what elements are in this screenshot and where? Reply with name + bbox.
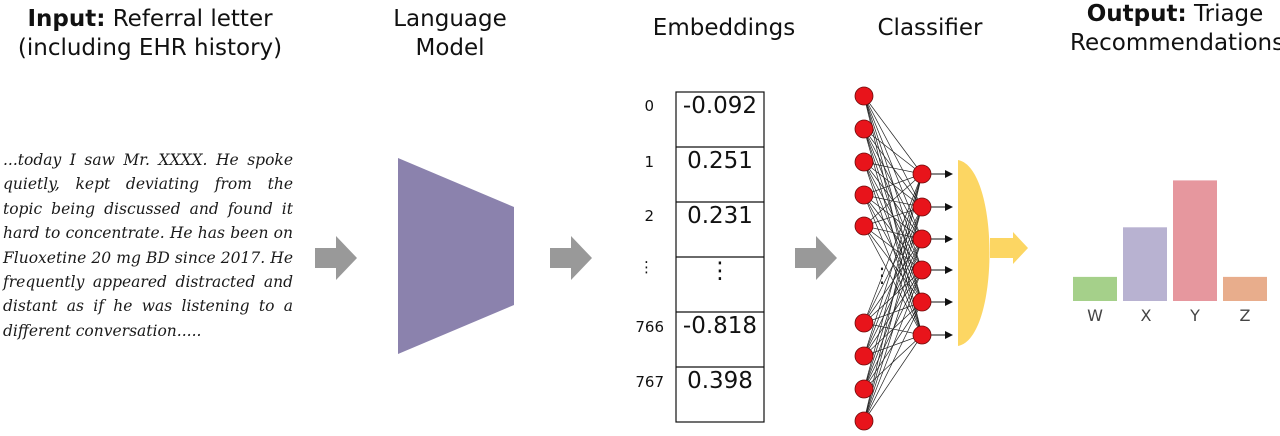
output-layer-shape — [958, 160, 990, 346]
hidden-neuron — [912, 164, 932, 184]
output-connection-arrowhead — [945, 170, 953, 178]
hidden-neuron — [912, 229, 932, 249]
classifier-title: Classifier — [877, 15, 983, 41]
language-model-title: Language Model — [362, 5, 538, 63]
network-connection — [863, 161, 923, 271]
embedding-index-767: 767 — [635, 373, 664, 391]
network-connection — [863, 95, 923, 175]
input-neuron — [854, 216, 874, 236]
embeddings-table-box — [675, 91, 765, 423]
output-connection-arrowhead — [945, 331, 953, 339]
output-layer-arrow — [990, 232, 1028, 264]
network-connection — [863, 206, 923, 422]
bar-w — [1073, 276, 1117, 301]
hidden-neuron — [912, 260, 932, 280]
output-connection-arrowhead — [945, 298, 953, 306]
embedding-index-2: 2 — [644, 207, 654, 225]
bar-x — [1123, 227, 1167, 301]
bar-y — [1173, 180, 1217, 301]
input-neuron — [854, 86, 874, 106]
network-connection — [863, 173, 923, 227]
input-neuron — [854, 119, 874, 139]
embedding-value-0: -0.092 — [682, 93, 758, 119]
bar-label-w: W — [1087, 306, 1103, 325]
input-title-line2: (including EHR history) — [17, 35, 283, 61]
hidden-layer-ellipsis: ⋮ — [872, 263, 892, 287]
embedding-value-2: 0.231 — [687, 203, 753, 229]
triage-bar-chart — [1073, 180, 1267, 301]
hidden-neuron — [912, 197, 932, 217]
input-title-bold: Input: — [27, 6, 106, 32]
output-title-line2: Recommendations — [1070, 30, 1280, 56]
input-neuron — [854, 346, 874, 366]
network-connection — [863, 128, 923, 240]
embeddings-title: Embeddings — [652, 15, 796, 41]
network-connection — [863, 128, 923, 175]
classifier-neurons — [854, 86, 932, 431]
bar-label-x: X — [1140, 306, 1152, 325]
network-connection — [863, 269, 923, 422]
output-title-bold: Output: — [1086, 1, 1187, 27]
input-neuron — [854, 313, 874, 333]
network-connection — [863, 161, 923, 175]
embedding-index-1: 1 — [644, 153, 654, 171]
embedding-value-1: 0.251 — [687, 148, 753, 174]
network-connection — [863, 95, 923, 271]
language-model-title-line1: Language — [393, 6, 507, 32]
flow-arrow-3 — [795, 236, 837, 280]
network-connection — [863, 128, 923, 271]
network-connection — [863, 238, 923, 422]
embedding-value-767: 0.398 — [687, 368, 753, 394]
input-title: Input: Referral letter (including EHR hi… — [0, 5, 300, 63]
network-connection — [863, 334, 923, 422]
bar-label-y: Y — [1190, 306, 1200, 325]
network-connection — [863, 301, 923, 422]
classifier-connections — [863, 95, 923, 422]
input-neuron — [854, 411, 874, 431]
language-model-shape — [398, 158, 514, 354]
hidden-neuron — [912, 325, 932, 345]
language-model-title-line2: Model — [415, 35, 485, 61]
network-connection — [863, 173, 923, 324]
referral-letter-text: ...today I saw Mr. XXXX. He spoke quietl… — [3, 151, 293, 340]
input-neuron — [854, 152, 874, 172]
output-connection-arrowhead — [945, 266, 953, 274]
embedding-index-ellipsis: ⋮ — [639, 258, 654, 276]
output-connection-arrowhead — [945, 235, 953, 243]
network-connection — [863, 173, 923, 196]
embedding-value-766: -0.818 — [682, 313, 758, 339]
input-neuron — [854, 379, 874, 399]
network-connection — [863, 173, 923, 422]
output-title-rest: Triage — [1186, 1, 1264, 27]
output-title: Output: Triage Recommendations — [1070, 0, 1280, 58]
network-connection — [863, 173, 923, 390]
embedding-index-766: 766 — [635, 318, 664, 336]
embedding-value-ellipsis: ⋮ — [708, 258, 732, 284]
flow-arrow-1 — [315, 236, 357, 280]
output-connection-arrowhead — [945, 203, 953, 211]
bar-label-z: Z — [1239, 306, 1251, 325]
flow-arrow-2 — [550, 236, 592, 280]
input-title-rest: Referral letter — [105, 6, 273, 32]
classifier-output-arrows — [931, 170, 953, 339]
bar-z — [1223, 276, 1267, 301]
hidden-neuron — [912, 292, 932, 312]
embedding-index-0: 0 — [644, 97, 654, 115]
network-connection — [863, 173, 923, 357]
input-neuron — [854, 185, 874, 205]
